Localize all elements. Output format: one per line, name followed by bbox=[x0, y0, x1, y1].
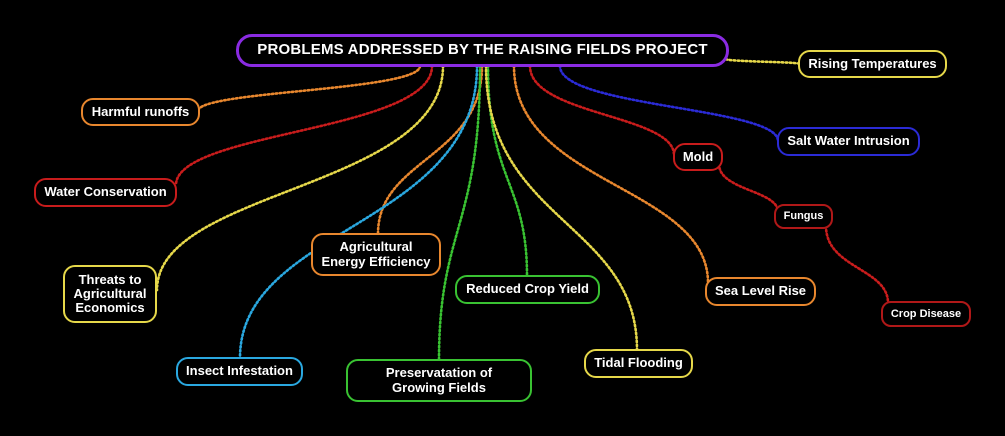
node-threats-to-agricultural-economics[interactable]: Threats to Agricultural Economics bbox=[63, 265, 157, 323]
root-topic-node[interactable]: PROBLEMS ADDRESSED BY THE RAISING FIELDS… bbox=[236, 34, 729, 67]
node-crop-disease[interactable]: Crop Disease bbox=[881, 301, 971, 327]
node-label: Preservatation of Growing Fields bbox=[385, 365, 493, 395]
node-rising-temperatures[interactable]: Rising Temperatures bbox=[798, 50, 947, 78]
connector-root-to-water-conservation bbox=[174, 64, 434, 187]
connector-root-to-salt-water-intrusion bbox=[558, 64, 780, 143]
connector-root-to-agricultural-energy-efficiency bbox=[376, 64, 484, 236]
node-mold[interactable]: Mold bbox=[673, 143, 723, 171]
node-label: Crop Disease bbox=[890, 307, 962, 320]
node-agricultural-energy-efficiency[interactable]: Agricultural Energy Efficiency bbox=[311, 233, 441, 276]
node-label: Harmful runoffs bbox=[91, 103, 190, 119]
connector-root-to-sea-level-rise bbox=[512, 64, 710, 285]
connector-root-to-preservation-of-growing-fields bbox=[437, 64, 482, 362]
node-insect-infestation[interactable]: Insect Infestation bbox=[176, 357, 303, 386]
node-label: Salt Water Intrusion bbox=[787, 133, 910, 149]
node-label: Mold bbox=[682, 148, 714, 164]
node-label: Insect Infestation bbox=[186, 363, 293, 379]
node-label: Agricultural Energy Efficiency bbox=[321, 239, 431, 269]
node-tidal-flooding[interactable]: Tidal Flooding bbox=[584, 349, 693, 378]
node-label: Rising Temperatures bbox=[808, 55, 937, 71]
node-label: Reduced Crop Yield bbox=[466, 281, 589, 297]
connector-root-to-insect-infestation bbox=[238, 64, 479, 360]
connector-mold-to-fungus bbox=[717, 162, 780, 214]
node-label: Sea Level Rise bbox=[714, 283, 807, 299]
node-harmful-runoffs[interactable]: Harmful runoffs bbox=[81, 98, 200, 126]
node-label: Fungus bbox=[783, 210, 824, 223]
node-label: Tidal Flooding bbox=[594, 355, 683, 371]
node-preservation-of-growing-fields[interactable]: Preservatation of Growing Fields bbox=[346, 359, 532, 402]
connector-root-to-threats-to-agricultural-economics bbox=[155, 64, 445, 292]
node-fungus[interactable]: Fungus bbox=[774, 204, 833, 229]
root-topic-label: PROBLEMS ADDRESSED BY THE RAISING FIELDS… bbox=[257, 41, 708, 59]
node-label: Water Conservation bbox=[44, 184, 167, 200]
node-water-conservation[interactable]: Water Conservation bbox=[34, 178, 177, 207]
connector-root-to-rising-temperatures bbox=[724, 57, 802, 66]
connector-root-to-reduced-crop-yield bbox=[486, 64, 529, 278]
node-reduced-crop-yield[interactable]: Reduced Crop Yield bbox=[455, 275, 600, 304]
node-sea-level-rise[interactable]: Sea Level Rise bbox=[705, 277, 816, 306]
connector-fungus-to-crop-disease bbox=[824, 224, 890, 305]
node-label: Threats to Agricultural Economics bbox=[73, 271, 147, 316]
connector-root-to-mold bbox=[528, 64, 676, 157]
node-salt-water-intrusion[interactable]: Salt Water Intrusion bbox=[777, 127, 920, 156]
connector-root-to-harmful-runoffs bbox=[196, 64, 422, 113]
connector-root-to-tidal-flooding bbox=[484, 64, 639, 352]
